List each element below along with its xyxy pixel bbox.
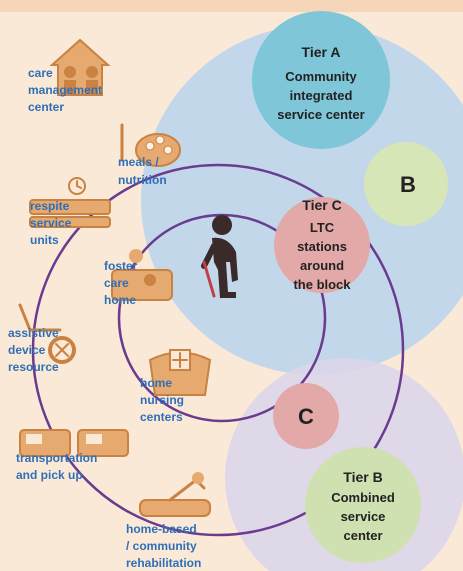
care-management-label-2: management — [28, 83, 102, 97]
tier-a-line-2: integrated — [290, 88, 353, 103]
care-management-house-icon — [49, 38, 111, 96]
meals-label-1: meals / — [118, 155, 159, 169]
elderly-person-icon — [201, 215, 238, 298]
tier-b-line-2: service — [341, 509, 386, 524]
b-circle — [364, 142, 448, 226]
tier-c-line-3: around — [300, 258, 344, 273]
home-nursing-label-2: nursing — [140, 393, 184, 407]
tier-a-line-1: Community — [285, 69, 357, 84]
care-management-label-3: center — [28, 100, 64, 114]
rehabilitation-label-1: home-based — [126, 522, 197, 536]
c-circle — [273, 383, 339, 449]
foster-care-label-3: home — [104, 293, 136, 307]
rehabilitation-icon — [139, 472, 211, 517]
assistive-label-1: assistive — [8, 326, 59, 340]
respite-label-3: units — [30, 233, 59, 247]
b-circle-label: B — [400, 172, 416, 197]
tier-c-line-2: stations — [297, 239, 347, 254]
outer-ring — [31, 163, 405, 537]
respite-label-2: service — [30, 216, 72, 230]
home-nursing-icon — [148, 349, 212, 396]
c-circle-label: C — [298, 404, 314, 429]
respite-bed-clock-icon — [29, 177, 111, 228]
transportation-label-1: transportation — [16, 451, 97, 465]
tier-b-line-1: Combined — [331, 490, 395, 505]
tier-a-line-3: service center — [277, 107, 364, 122]
tier-a-title: Tier A — [302, 44, 341, 60]
foster-care-label-1: foster — [104, 259, 138, 273]
tier-c-line-4: the block — [293, 277, 351, 292]
respite-label-1: respite — [30, 199, 70, 213]
home-nursing-label-3: centers — [140, 410, 183, 424]
tier-b-title: Tier B — [343, 469, 382, 485]
transportation-label-2: and pick up — [16, 468, 83, 482]
top-strip — [0, 0, 463, 12]
tier-c-line-1: LTC — [310, 220, 335, 235]
meals-label-2: nutrition — [118, 173, 167, 187]
meals-icon — [120, 123, 181, 167]
assistive-device-icon — [18, 303, 76, 364]
home-nursing-label-1: home — [140, 376, 172, 390]
rehabilitation-label-3: rehabilitation — [126, 556, 201, 570]
tier-c-title: Tier C — [302, 197, 341, 213]
care-management-label-1: care — [28, 66, 53, 80]
rehabilitation-label-2: / community — [126, 539, 197, 553]
tier-b-line-3: center — [343, 528, 382, 543]
tier-b-circle — [305, 447, 421, 563]
transportation-van-icon — [19, 429, 129, 457]
tier-c-circle — [274, 197, 370, 293]
foster-care-label-2: care — [104, 276, 129, 290]
assistive-label-3: resource — [8, 360, 59, 374]
tier-a-circle — [252, 11, 390, 149]
assistive-label-2: device — [8, 343, 46, 357]
foster-care-home-icon — [111, 249, 173, 301]
